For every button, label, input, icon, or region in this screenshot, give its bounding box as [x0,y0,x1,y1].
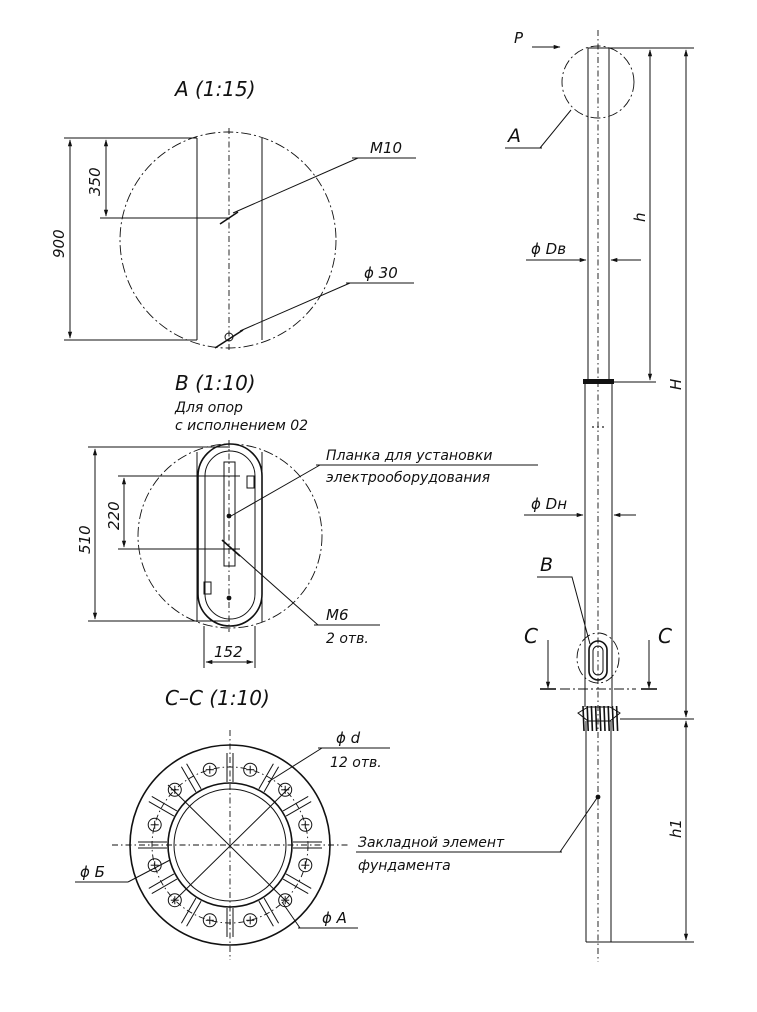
flange-hole [147,858,162,873]
embed-label-1: Закладной элемент [358,835,505,851]
m6-count: 2 отв. [326,631,369,647]
dia-a-label: ϕ А [322,909,347,927]
force-label: P [514,29,524,47]
callout-b-circle [576,632,620,684]
section-joint [583,379,614,384]
flange-hole [243,913,258,928]
flange-holes [147,762,313,928]
pole-view: P A B С С ϕ Dв ϕ Dн h [356,29,694,962]
flange-hole [298,817,313,832]
dim-350-label: 350 [86,167,104,196]
dim-total-label: H [667,379,685,390]
flange-hole [202,762,217,777]
detail-a-circle [119,131,337,349]
flange-hole [167,893,182,908]
dim-h1-label: h1 [667,819,685,838]
flange-hole [278,782,293,797]
dia-b-label: ϕ Б [80,863,105,881]
dim-152-label: 152 [214,643,243,661]
flange-ribs [138,753,322,937]
opening-inner [204,450,256,620]
m6-label: M6 [326,606,349,624]
dim-h-label: h [631,212,649,222]
m10-thread-mark [219,211,239,225]
section-cc-title: С–С (1:10) [165,686,270,710]
section-mark-right: С [658,624,672,648]
opening-side [588,640,608,681]
dim-dv-label: ϕ Dв [531,240,566,258]
plate-label-2: электрооборудования [326,470,490,486]
detail-b-note-2: с исполнением 02 [175,418,308,434]
detail-a-title: A (1:15) [173,77,256,101]
detail-b-circle [137,443,323,629]
callout-a-circle [561,45,635,119]
flange-hole [147,817,162,832]
plate-label-1: Планка для установки [326,448,492,464]
dim-220-label: 220 [105,501,123,530]
dim-510-label: 510 [76,525,94,554]
opening-outer [197,443,263,627]
callout-a-label: A [506,125,521,147]
hole-30-label: ϕ 30 [364,264,398,282]
flange-hole [298,858,313,873]
dim-900-label: 900 [50,229,68,258]
detail-b-title: B (1:10) [175,371,256,395]
hole-d-label: ϕ d [336,729,361,747]
flange-hole [243,762,258,777]
section-mark-left: С [524,624,538,648]
embed-label-2: фундамента [358,858,451,874]
section-cc: С–С (1:10) ϕ d 12 отв. ϕ Б ϕ А [75,686,390,960]
flange-hole [202,913,217,928]
flange-hole [167,782,182,797]
dim-dn-label: ϕ Dн [531,495,567,513]
m10-label: M10 [370,139,402,157]
detail-b: B (1:10) Для опор с исполнением 02 510 2… [76,371,538,668]
hole-d-count: 12 отв. [330,755,382,771]
callout-b-label: B [540,554,553,576]
detail-b-note-1: Для опор [174,400,243,416]
detail-a: A (1:15) 900 350 M10 ϕ 30 [50,77,416,350]
